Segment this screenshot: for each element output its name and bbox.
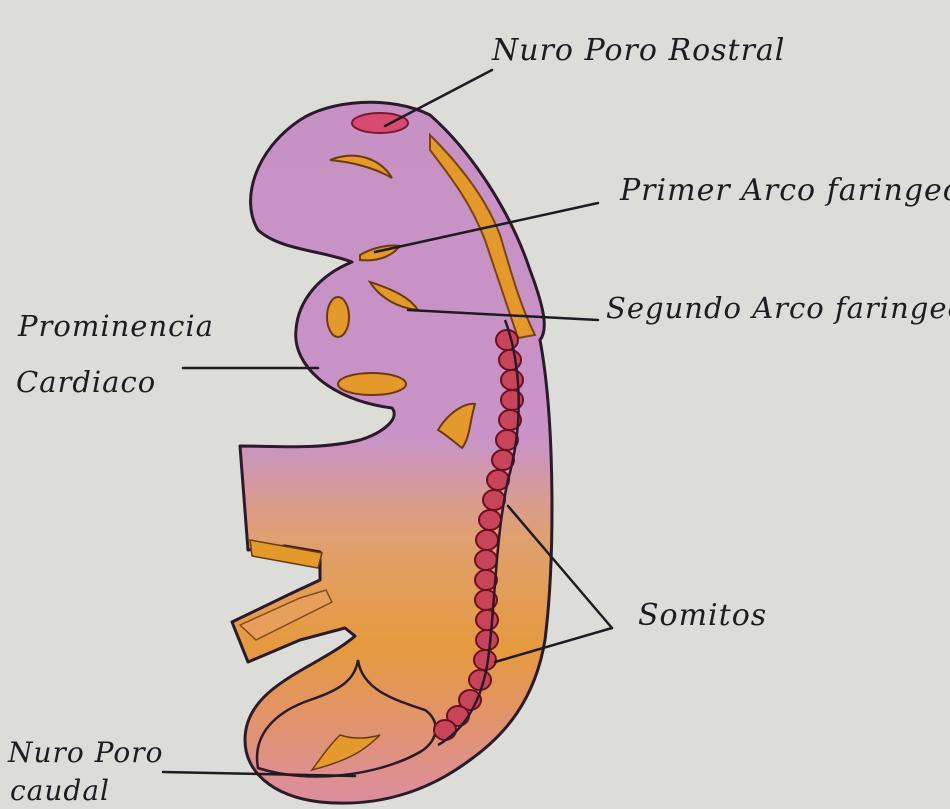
label-rostral-neuropore: Nuro Poro Rostral bbox=[491, 33, 785, 68]
somite bbox=[476, 610, 498, 630]
label-heart-prominence-2: Cardiaco bbox=[16, 365, 156, 399]
somite bbox=[474, 650, 496, 670]
label-heart-prominence-1: Prominencia bbox=[17, 309, 214, 343]
somite bbox=[475, 550, 497, 570]
somite bbox=[483, 490, 505, 510]
somite bbox=[476, 630, 498, 650]
label-second-arch: Segundo Arco faringeo bbox=[606, 291, 950, 325]
heart-feature-upper bbox=[327, 297, 349, 337]
somite bbox=[499, 350, 521, 370]
somite bbox=[434, 720, 456, 740]
somite bbox=[496, 330, 518, 350]
somite bbox=[479, 510, 501, 530]
somite bbox=[476, 530, 498, 550]
label-first-arch: Primer Arco faringeo bbox=[619, 173, 950, 208]
somite bbox=[501, 370, 523, 390]
heart-feature-lower bbox=[338, 373, 406, 395]
label-somites: Somitos bbox=[638, 598, 767, 633]
somite bbox=[469, 670, 491, 690]
pointer-rostral bbox=[385, 70, 492, 126]
label-caudal-neuropore-2: caudal bbox=[10, 774, 110, 807]
label-caudal-neuropore-1: Nuro Poro bbox=[7, 736, 163, 769]
rostral-neuropore bbox=[352, 113, 408, 133]
